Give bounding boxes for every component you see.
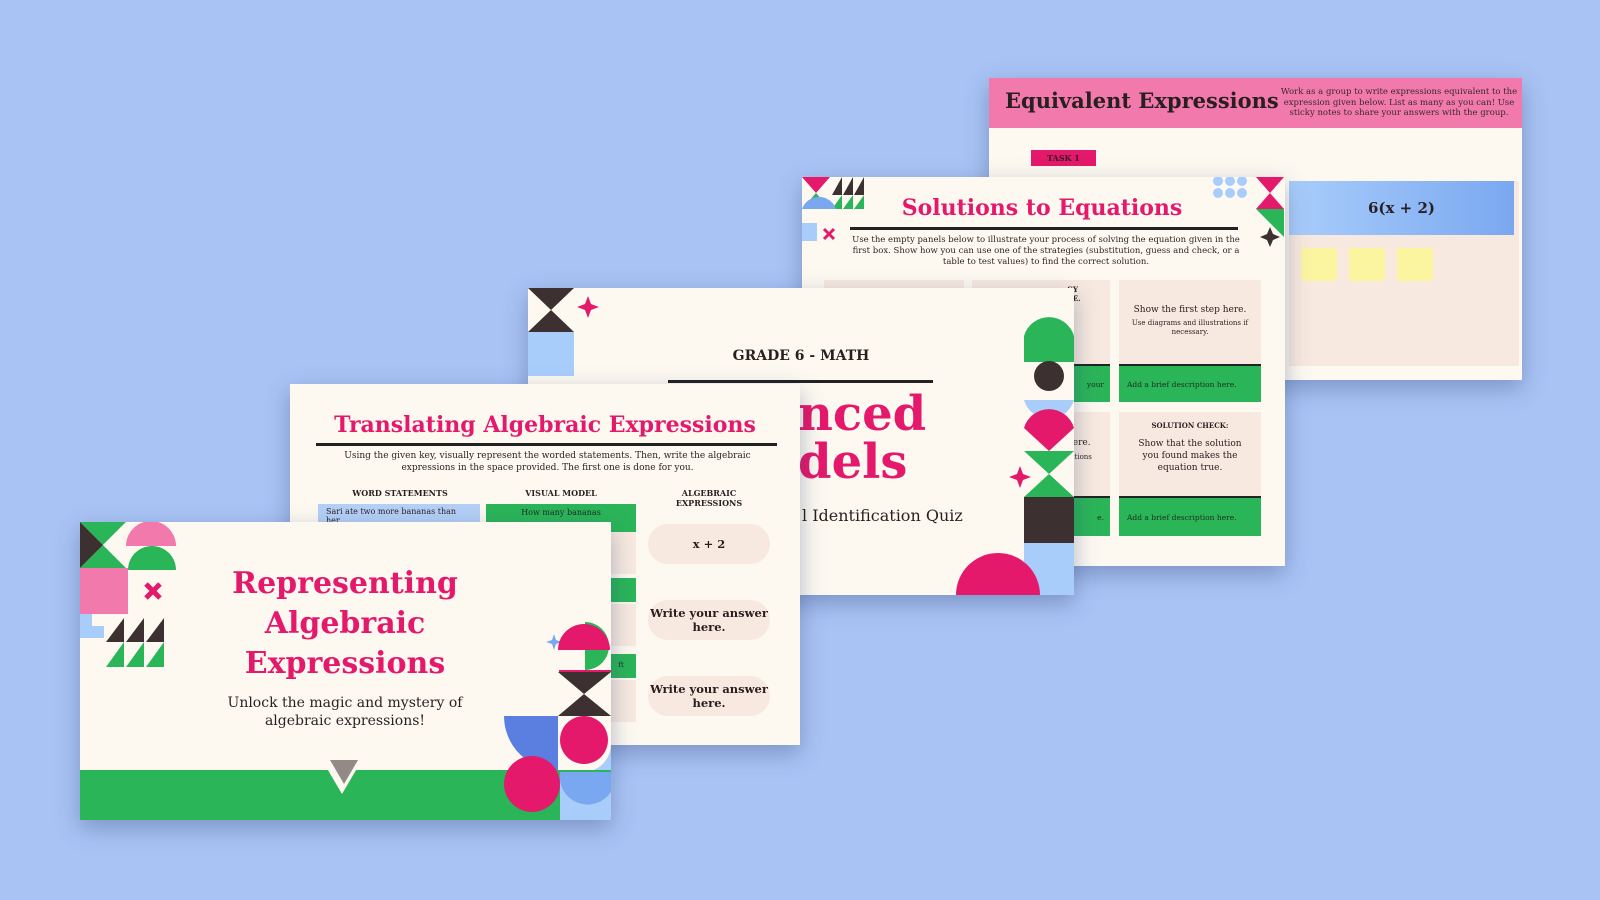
description-bar: Add a brief description here. xyxy=(1119,496,1261,536)
decor-shapes xyxy=(80,522,611,772)
solution-check-text: Show that the solution you found makes t… xyxy=(1138,439,1242,473)
decor-x-icon xyxy=(822,227,836,241)
sticky-note xyxy=(1301,248,1337,281)
slide-instructions: Using the given key, visually represent … xyxy=(344,451,751,473)
panel-fragment: rations xyxy=(1067,453,1092,461)
given-expression: 6(x + 2) xyxy=(1289,181,1514,235)
word-statement-cell: Sari ate two more bananas than her xyxy=(318,504,480,525)
answer-pill[interactable]: x + 2 xyxy=(648,524,770,564)
slide-instructions: Use the empty panels below to illustrate… xyxy=(852,235,1240,267)
title-rule xyxy=(668,380,933,383)
panel-fragment: here. xyxy=(1067,438,1091,448)
visual-model-cell xyxy=(606,680,636,722)
slide-representing-expressions[interactable]: Representing Algebraic Expressions Unloc… xyxy=(80,522,611,820)
subtitle: l Identification Quiz xyxy=(802,506,963,525)
sticky-note xyxy=(1397,248,1433,281)
column-header: WORD STATEMENTS xyxy=(352,488,448,498)
slide-instructions: Work as a group to write expressions equ… xyxy=(1280,87,1518,118)
sparkle-icon xyxy=(1009,466,1031,488)
description-bar: Add a brief description here. xyxy=(1119,364,1261,402)
grade-label: GRADE 6 - MATH xyxy=(732,348,870,364)
column-header: VISUAL MODEL xyxy=(525,488,597,498)
decor-dots-icon xyxy=(1213,177,1247,198)
panel-cell xyxy=(1119,412,1261,496)
sticky-note xyxy=(1349,248,1385,281)
task-badge: TASK 1 xyxy=(1031,150,1096,166)
answer-pill[interactable]: Write your answer here. xyxy=(648,676,770,716)
column-header: ALGEBRAIC EXPRESSIONS xyxy=(675,488,743,508)
decor-shapes xyxy=(528,288,1074,595)
sparkle-icon xyxy=(577,296,599,318)
solution-check-heading: SOLUTION CHECK: xyxy=(1151,421,1229,430)
visual-model-cell xyxy=(606,578,636,602)
slide-title: Representing Algebraic Expressions xyxy=(232,566,458,681)
title-fragment: dels xyxy=(798,434,908,490)
title-fragment: nced xyxy=(798,386,927,442)
title-rule xyxy=(316,443,777,446)
slide-title: Translating Algebraic Expressions xyxy=(334,412,756,438)
answer-pill[interactable]: Write your answer here. xyxy=(648,600,770,640)
slide-title: Solutions to Equations xyxy=(901,195,1183,221)
panel-text: Show the first step here. xyxy=(1133,305,1247,315)
decor-shapes xyxy=(802,177,1284,247)
decor-shapes-front xyxy=(322,756,611,820)
visual-model-cell xyxy=(606,532,636,574)
panel-subtext: Use diagrams and illustrations if necess… xyxy=(1131,319,1249,336)
title-rule xyxy=(850,227,1238,230)
panel-cell xyxy=(1119,280,1261,364)
sparkle-icon xyxy=(546,634,562,650)
decor-x-icon xyxy=(144,582,162,600)
slide-subtitle: Unlock the magic and mystery of algebrai… xyxy=(227,695,463,729)
slide-title: Equivalent Expressions xyxy=(1005,88,1279,113)
slide-header: Equivalent Expressions Work as a group t… xyxy=(989,78,1522,128)
visual-model-cell: ft xyxy=(606,654,636,678)
visual-model-cell xyxy=(606,604,636,646)
